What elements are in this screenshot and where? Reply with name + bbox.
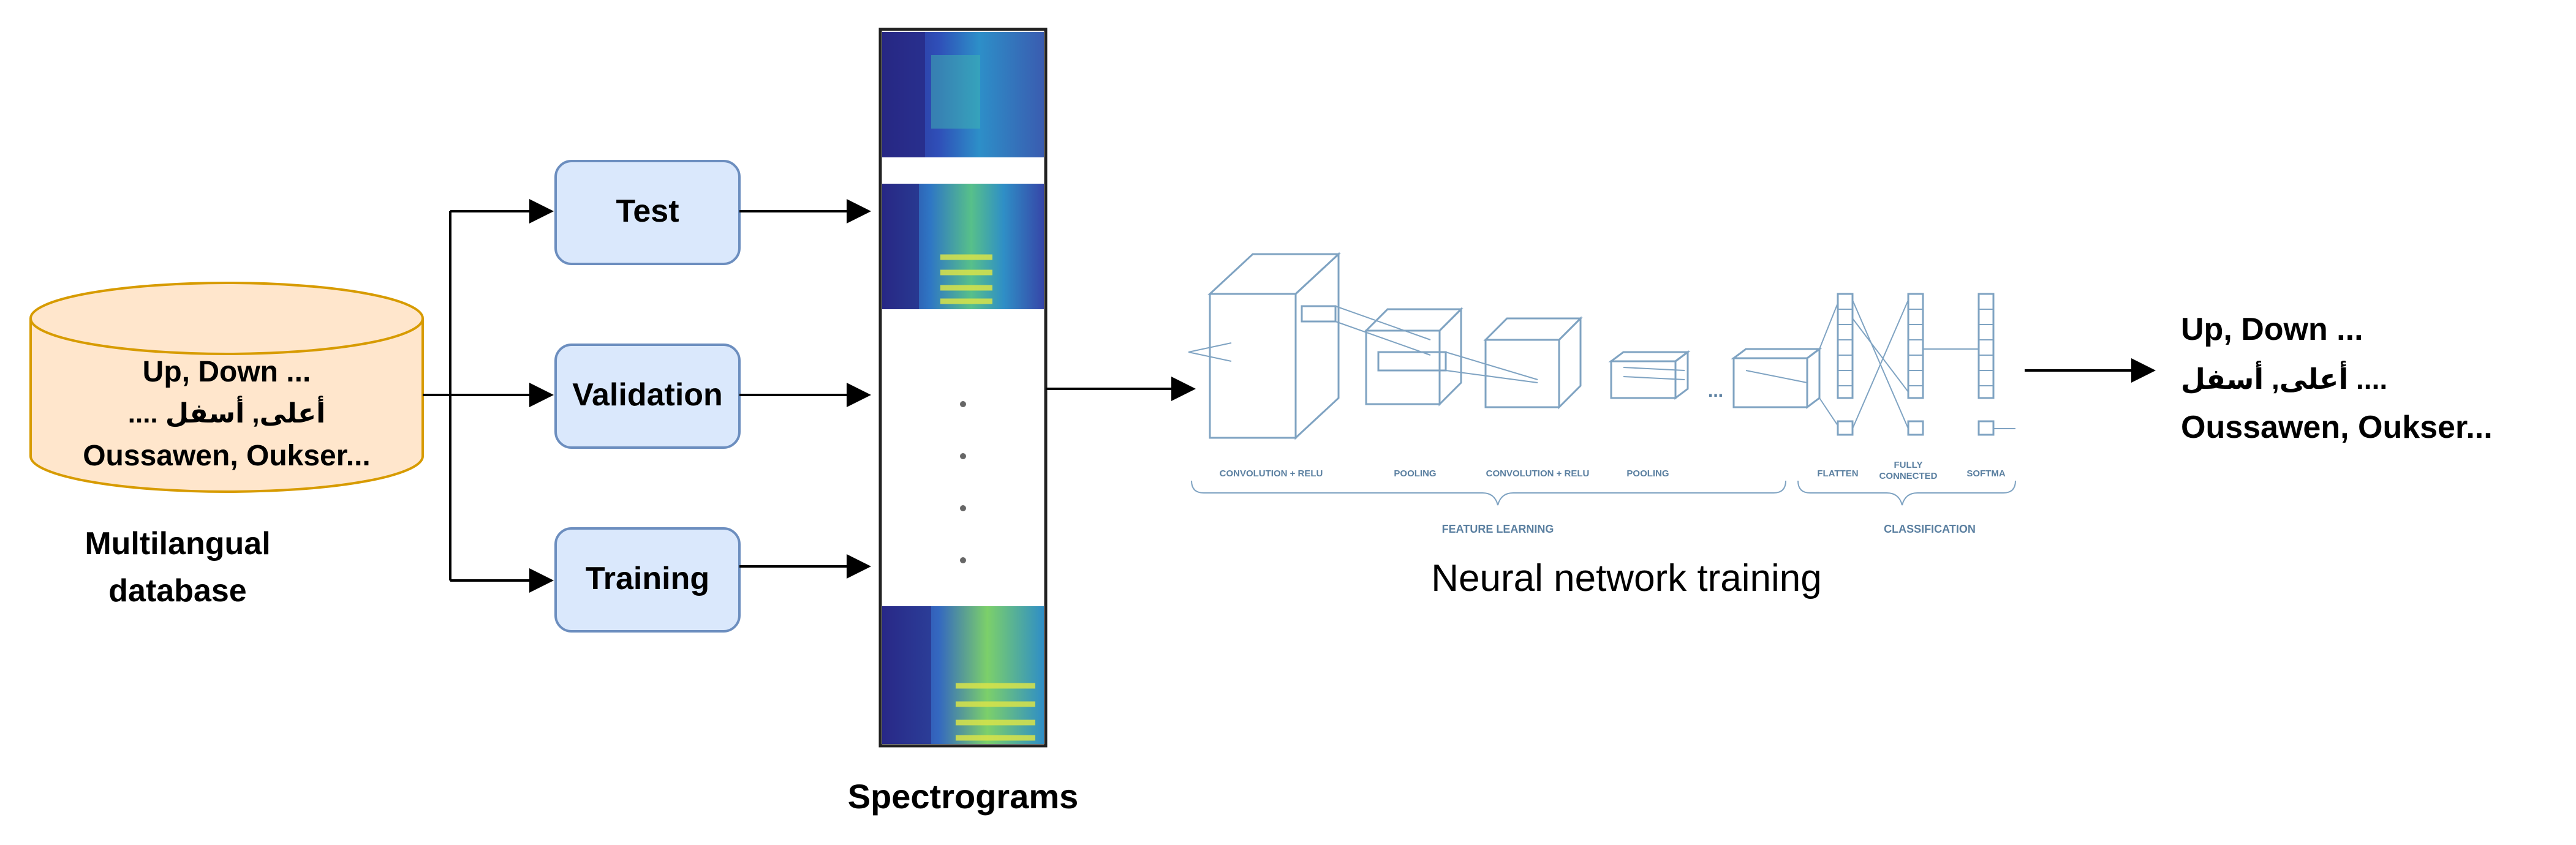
feature-learning-label: FEATURE LEARNING	[1442, 523, 1554, 535]
stage-softmax-label: SOFTMA	[1966, 468, 2005, 479]
database-line-1: Up, Down ...	[143, 356, 311, 388]
test-label: Test	[616, 193, 679, 229]
stage-pool2-label: POOLING	[1626, 468, 1669, 479]
fully-connected-column	[1852, 293, 1924, 436]
stage-conv1-label: CONVOLUTION + RELU	[1220, 468, 1323, 479]
output-line-1: Up, Down ...	[2181, 312, 2363, 347]
network-caption: Neural network training	[1431, 557, 1822, 599]
conv2-cube	[1483, 316, 1583, 410]
pool2-cube	[1608, 350, 1691, 400]
test-box: Test	[554, 160, 741, 265]
database-caption-line-1: Multilangual	[85, 526, 270, 561]
stage-fully-label-2: CONNECTED	[1879, 471, 1937, 481]
feature-learning-brace	[1191, 480, 1786, 506]
classification-label: CLASSIFICATION	[1884, 523, 1976, 535]
output-line-2: أعلى, أسفل ....	[2181, 361, 2387, 395]
svg-text:...: ...	[1708, 381, 1723, 401]
flatten-column	[1837, 293, 1854, 436]
training-label: Training	[586, 561, 709, 596]
spectrogram-ellipsis	[960, 401, 966, 563]
database-cylinder: Up, Down ... أعلى, أسفل .... Oussawen, O…	[29, 282, 424, 493]
stage-flatten-label: FLATTEN	[1817, 468, 1858, 479]
split-connector	[423, 199, 554, 593]
training-box: Training	[554, 527, 741, 633]
pool1-cube	[1364, 307, 1464, 407]
softmax-column	[1977, 293, 2015, 436]
cnn-illustration: ...	[1188, 252, 2016, 535]
validation-box: Validation	[554, 344, 741, 449]
stage-pool1-label: POOLING	[1394, 468, 1436, 479]
database-caption-line-2: database	[108, 573, 246, 609]
stage-conv2-label: CONVOLUTION + RELU	[1486, 468, 1590, 479]
classification-brace	[1797, 480, 2016, 506]
output-labels: Up, Down ... أعلى, أسفل .... Oussawen, O…	[2175, 306, 2567, 447]
input-cube	[1188, 252, 1341, 440]
spectrograms-caption: Spectrograms	[848, 777, 1079, 816]
last-feature-cube	[1731, 347, 1822, 409]
validation-label: Validation	[572, 377, 723, 413]
output-line-3: Oussawen, Oukser...	[2181, 410, 2493, 445]
stage-fully-label-1: FULLY	[1894, 460, 1923, 470]
spectrogram-strip	[878, 28, 1048, 748]
database-line-3: Oussawen, Oukser...	[83, 440, 371, 472]
database-line-2: أعلى, أسفل ....	[128, 396, 325, 429]
